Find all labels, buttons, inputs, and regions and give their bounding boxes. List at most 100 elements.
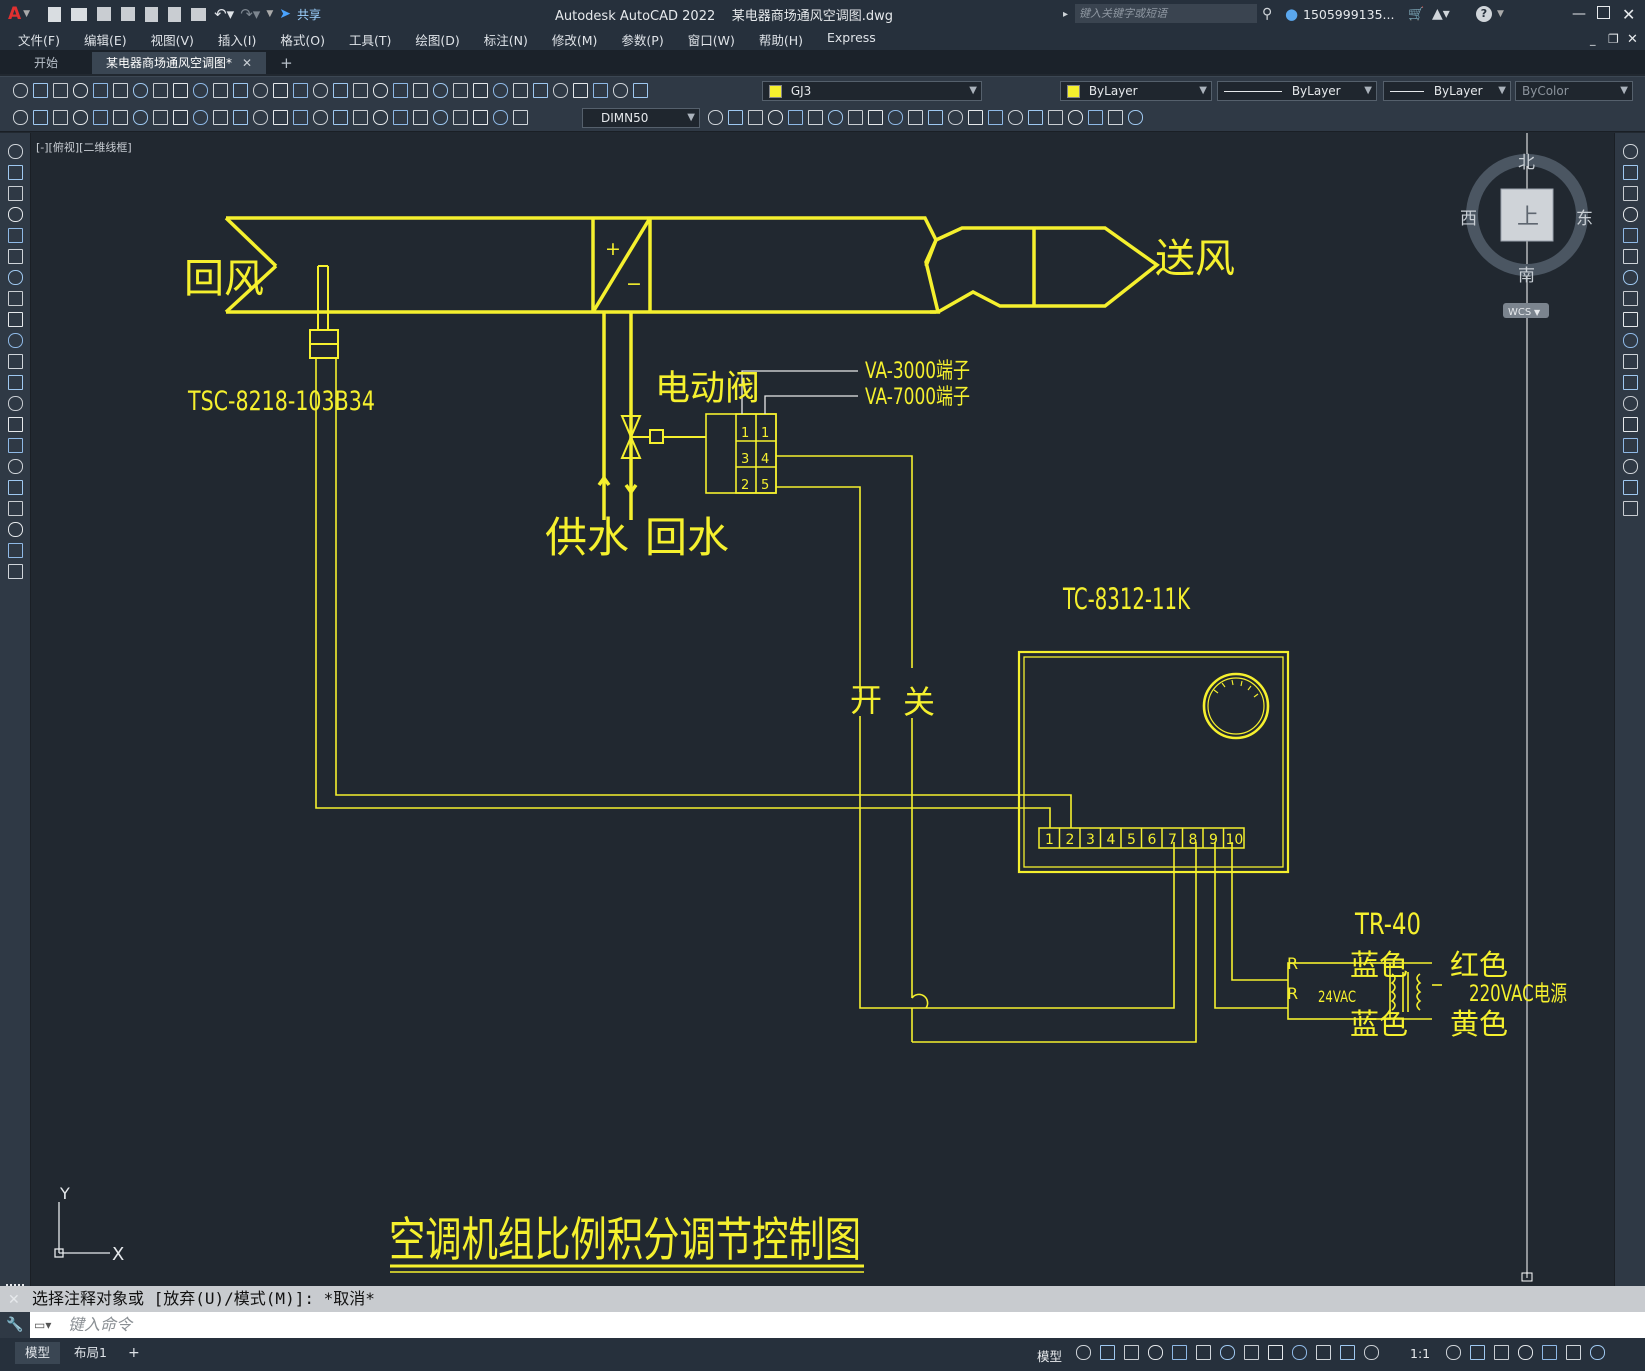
dimension-tool-7-icon[interactable]: [152, 110, 168, 125]
draw-tool-19-icon[interactable]: [7, 543, 23, 558]
draw-tool-13-icon[interactable]: [7, 417, 23, 432]
edit-tool-2-icon[interactable]: [1622, 186, 1638, 201]
layout1-tab[interactable]: 布局1: [74, 1345, 107, 1360]
save-as-icon[interactable]: [121, 7, 136, 21]
color-dropdown[interactable]: ByLayer ▼: [1060, 81, 1212, 101]
dimension-tool-16-icon[interactable]: [332, 110, 348, 125]
standard-tool-20-icon[interactable]: [412, 83, 428, 98]
tab-start[interactable]: 开始: [34, 56, 59, 70]
command-wrench-icon[interactable]: 🔧: [0, 1312, 30, 1338]
dimension-tool-21-icon[interactable]: [432, 110, 448, 125]
dimension-tool-0-icon[interactable]: [12, 110, 28, 125]
edit-tool-11-icon[interactable]: [1622, 375, 1638, 390]
standard-tool-29-icon[interactable]: [592, 83, 608, 98]
standard-tool-8-icon[interactable]: [172, 83, 188, 98]
doc-close-icon[interactable]: ✕: [1627, 31, 1638, 47]
standard-tool-0-icon[interactable]: [12, 83, 28, 98]
draw-tool-20-icon[interactable]: [7, 564, 23, 579]
edit-tool-3-icon[interactable]: [1622, 207, 1638, 222]
dimension-tool-20-icon[interactable]: [412, 110, 428, 125]
modify-tool-21-icon[interactable]: [1127, 110, 1143, 125]
model-tab[interactable]: 模型: [15, 1342, 61, 1364]
menu-item-10[interactable]: 窗口(W): [687, 32, 735, 48]
status-tool-12-icon[interactable]: [1363, 1345, 1379, 1360]
dimension-tool-18-icon[interactable]: [372, 110, 388, 125]
menu-item-6[interactable]: 绘图(D): [415, 32, 460, 48]
draw-tool-1-icon[interactable]: [7, 165, 23, 180]
modify-tool-10-icon[interactable]: [907, 110, 923, 125]
edit-tool-4-icon[interactable]: [1622, 228, 1638, 243]
edit-tool-5-icon[interactable]: [1622, 249, 1638, 264]
status-tool-5-icon[interactable]: [1195, 1345, 1211, 1360]
standard-tool-7-icon[interactable]: [152, 83, 168, 98]
status-tool-4-icon[interactable]: [1171, 1345, 1187, 1360]
draw-tool-18-icon[interactable]: [7, 522, 23, 537]
user-name[interactable]: 1505999135...: [1303, 6, 1395, 22]
edit-tool-17-icon[interactable]: [1622, 501, 1638, 516]
menu-item-7[interactable]: 标注(N): [483, 32, 528, 48]
modify-tool-17-icon[interactable]: [1047, 110, 1063, 125]
dimension-tool-22-icon[interactable]: [452, 110, 468, 125]
edit-tool-6-icon[interactable]: [1622, 270, 1638, 285]
menu-item-9[interactable]: 参数(P): [621, 32, 664, 48]
modify-tool-8-icon[interactable]: [867, 110, 883, 125]
modify-tool-16-icon[interactable]: [1027, 110, 1043, 125]
help-icon[interactable]: ?: [1476, 6, 1492, 22]
layer-dropdown[interactable]: GJ3 ▼: [762, 81, 982, 101]
dimension-tool-8-icon[interactable]: [172, 110, 188, 125]
modify-tool-15-icon[interactable]: [1007, 110, 1023, 125]
dimension-tool-12-icon[interactable]: [252, 110, 268, 125]
command-close-icon[interactable]: ✕: [8, 1292, 20, 1308]
status-tool-0-icon[interactable]: [1075, 1345, 1091, 1360]
redo-icon[interactable]: ↷▾: [240, 5, 261, 23]
dimension-tool-4-icon[interactable]: [92, 110, 108, 125]
dimension-tool-3-icon[interactable]: [72, 110, 88, 125]
standard-tool-1-icon[interactable]: [32, 83, 48, 98]
standard-tool-22-icon[interactable]: [452, 83, 468, 98]
tab-document[interactable]: 某电器商场通风空调图* ✕: [92, 52, 267, 74]
search-icon[interactable]: ⚲: [1262, 6, 1273, 22]
standard-tool-21-icon[interactable]: [432, 83, 448, 98]
recent-commands-icon[interactable]: ▭▾: [34, 1318, 52, 1332]
customize-qat-icon[interactable]: ▼: [266, 9, 274, 19]
share-button[interactable]: 共享: [296, 7, 321, 22]
menu-item-0[interactable]: 文件(F): [18, 32, 60, 48]
draw-tool-12-icon[interactable]: [7, 396, 23, 411]
dimension-tool-11-icon[interactable]: [232, 110, 248, 125]
standard-tool-30-icon[interactable]: [612, 83, 628, 98]
standard-tool-9-icon[interactable]: [192, 83, 208, 98]
status-tool-11-icon[interactable]: [1339, 1345, 1355, 1360]
compass-north[interactable]: 北: [1518, 153, 1535, 173]
modify-tool-11-icon[interactable]: [927, 110, 943, 125]
modify-tool-7-icon[interactable]: [847, 110, 863, 125]
draw-tool-2-icon[interactable]: [7, 186, 23, 201]
status-tool-7-icon[interactable]: [1243, 1345, 1259, 1360]
modify-tool-19-icon[interactable]: [1087, 110, 1103, 125]
status-tool-6-icon[interactable]: [1219, 1345, 1235, 1360]
modify-tool-5-icon[interactable]: [807, 110, 823, 125]
viewcube-top-face[interactable]: [1500, 188, 1554, 242]
draw-tool-0-icon[interactable]: [7, 144, 23, 159]
save-web-icon[interactable]: [168, 6, 182, 22]
edit-tool-1-icon[interactable]: [1622, 165, 1638, 180]
standard-tool-24-icon[interactable]: [492, 83, 508, 98]
modify-tool-0-icon[interactable]: [707, 110, 723, 125]
drawing-canvas[interactable]: [-][俯视][二维线框]: [31, 133, 1614, 1286]
save-icon[interactable]: [97, 7, 112, 21]
statustool-tool-5-icon[interactable]: [1565, 1345, 1581, 1360]
statustool-tool-1-icon[interactable]: [1469, 1345, 1485, 1360]
statustool-tool-2-icon[interactable]: [1493, 1345, 1509, 1360]
new-icon[interactable]: [48, 6, 62, 22]
compass-west[interactable]: 西: [1460, 209, 1477, 229]
minimize-icon[interactable]: —: [1572, 6, 1586, 22]
draw-tool-5-icon[interactable]: [7, 249, 23, 264]
draw-tool-4-icon[interactable]: [7, 228, 23, 243]
help-dropdown-icon[interactable]: ▼: [1497, 9, 1504, 19]
status-tool-9-icon[interactable]: [1291, 1345, 1307, 1360]
viewcube[interactable]: 上 北 南 东 西 WCS ▼: [1460, 153, 1593, 318]
open-web-icon[interactable]: [145, 6, 159, 22]
standard-tool-11-icon[interactable]: [232, 83, 248, 98]
dimension-tool-24-icon[interactable]: [492, 110, 508, 125]
draw-tool-10-icon[interactable]: [7, 354, 23, 369]
standard-tool-14-icon[interactable]: [292, 83, 308, 98]
